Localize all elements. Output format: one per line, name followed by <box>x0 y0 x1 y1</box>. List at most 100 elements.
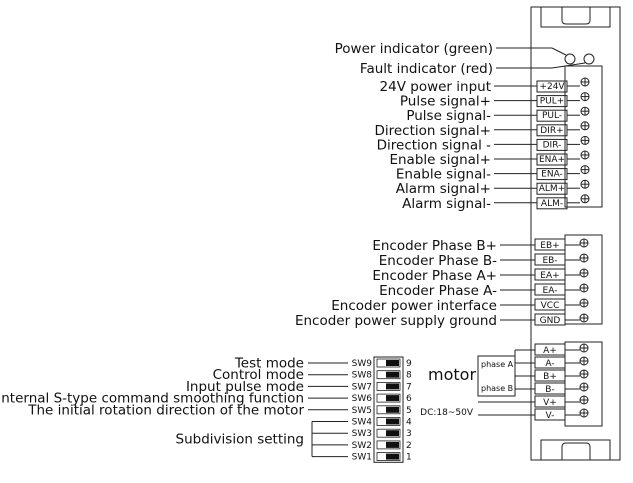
driver-housing <box>530 6 621 461</box>
switch-label: SW7 <box>352 382 372 392</box>
description-label: Pulse signal- <box>406 108 491 124</box>
screw-terminal-icon <box>579 356 589 366</box>
switch-number: 4 <box>406 418 412 428</box>
switch-toggle <box>386 418 399 425</box>
description-label: The initial rotation direction of the mo… <box>27 402 304 418</box>
terminal-label: A+ <box>543 346 557 356</box>
description-label: Encoder Phase B- <box>379 253 497 269</box>
screw-terminal-icon <box>579 253 589 263</box>
switch-number: 6 <box>406 394 412 404</box>
screw-terminal-icon <box>579 313 589 323</box>
terminal-label: B+ <box>543 372 557 382</box>
screw-terminal-icon <box>580 106 590 116</box>
screw-terminal-icon <box>579 408 589 418</box>
switch-number: 5 <box>406 406 412 416</box>
terminal-label: EA+ <box>540 271 559 281</box>
description-label: Enable signal+ <box>389 152 491 168</box>
switch-toggle <box>386 371 399 378</box>
switch-label: SW3 <box>352 429 372 439</box>
description-label: Control mode <box>213 367 304 383</box>
description-label: Test mode <box>234 356 304 372</box>
terminal-label: DIR- <box>543 140 562 150</box>
description-label: Enable signal- <box>396 167 491 183</box>
fault-led-icon <box>583 53 595 65</box>
description-label: Pulse signal+ <box>400 94 491 110</box>
terminal-label: V- <box>546 411 555 421</box>
switch-label: SW4 <box>352 418 373 428</box>
leader-line <box>551 47 567 56</box>
power-led-icon <box>564 53 576 65</box>
switch-label: SW2 <box>352 441 372 451</box>
terminal-label: EA- <box>543 286 558 296</box>
switch-toggle <box>386 430 399 437</box>
switch-toggle <box>386 383 399 390</box>
terminal-label: EB- <box>542 256 557 266</box>
description-label: Encoder Phase A+ <box>372 268 497 284</box>
switch-label: SW5 <box>352 406 372 416</box>
terminal-label: GND <box>540 316 561 326</box>
switch-toggle <box>386 395 399 402</box>
terminal-label: PUL+ <box>540 97 565 107</box>
switch-label: SW1 <box>352 453 372 463</box>
dip-switch-block <box>373 356 404 463</box>
description-label: Direction signal - <box>377 137 492 153</box>
description-label: Alarm signal+ <box>396 181 491 197</box>
description-label: Encoder Phase A- <box>379 283 497 299</box>
terminal-label: V+ <box>543 398 557 408</box>
motor-label: motor <box>428 365 476 384</box>
description-label: Encoder Phase B+ <box>372 238 497 254</box>
screw-terminal-icon <box>579 343 589 353</box>
screw-terminal-icon <box>579 283 589 293</box>
switch-number: 1 <box>406 453 412 463</box>
switch-number: 8 <box>406 371 412 381</box>
screw-terminal-icon <box>580 121 590 131</box>
terminal-label: DIR+ <box>540 126 563 136</box>
description-label: Fault indicator (red) <box>360 61 493 77</box>
screw-terminal-icon <box>580 92 590 102</box>
screw-terminal-icon <box>580 165 590 175</box>
screw-terminal-icon <box>580 194 590 204</box>
screw-terminal-icon <box>579 298 589 308</box>
subdivision-label: Subdivision setting <box>176 432 304 448</box>
phase-b-label: phase B <box>481 384 513 393</box>
switch-number: 2 <box>406 441 412 451</box>
terminal-label: VCC <box>541 301 560 311</box>
description-label: Encoder power supply ground <box>295 313 497 329</box>
description-label: Input pulse mode <box>186 379 304 395</box>
switch-toggle <box>386 453 399 460</box>
description-label: Power indicator (green) <box>335 41 493 57</box>
screw-terminal-icon <box>580 179 590 189</box>
screw-terminal-icon <box>580 150 590 160</box>
description-label: Alarm signal- <box>402 196 491 212</box>
terminal-label: +24V <box>539 82 565 92</box>
switch-toggle <box>386 360 399 366</box>
screw-terminal-icon <box>579 238 589 248</box>
terminal-label: PUL- <box>542 111 562 121</box>
screw-terminal-icon <box>579 268 589 278</box>
screw-terminal-icon <box>579 395 589 405</box>
screw-terminal-icon <box>579 369 589 379</box>
screw-terminal-icon <box>579 382 589 392</box>
switch-label: SW9 <box>352 359 373 369</box>
power-signal-group: Power indicator (green) Fault indicator (… <box>335 41 590 212</box>
led-indicators <box>564 53 595 65</box>
switch-toggle <box>386 406 399 413</box>
terminal-label: A- <box>545 359 554 369</box>
encoder-group: Encoder Phase B+ EB+ Encoder Phase B- EB- En… <box>295 238 589 329</box>
terminal-label: ALM- <box>541 199 563 209</box>
description-label: Internal S-type command smoothing functi… <box>0 391 304 407</box>
switch-toggle <box>386 441 399 448</box>
description-label: 24V power input <box>380 79 491 95</box>
leader-line <box>551 62 586 69</box>
phase-a-label: phase A <box>481 360 514 369</box>
description-label: Encoder power interface <box>331 298 497 314</box>
terminal-label: EB+ <box>540 241 559 251</box>
terminal-label: ENA- <box>541 170 563 180</box>
switch-number: 7 <box>406 382 412 392</box>
switch-number: 9 <box>406 359 412 369</box>
terminal-label: ALM+ <box>539 184 565 194</box>
screw-terminal-icon <box>580 77 590 87</box>
terminal-label: ENA+ <box>539 155 565 165</box>
